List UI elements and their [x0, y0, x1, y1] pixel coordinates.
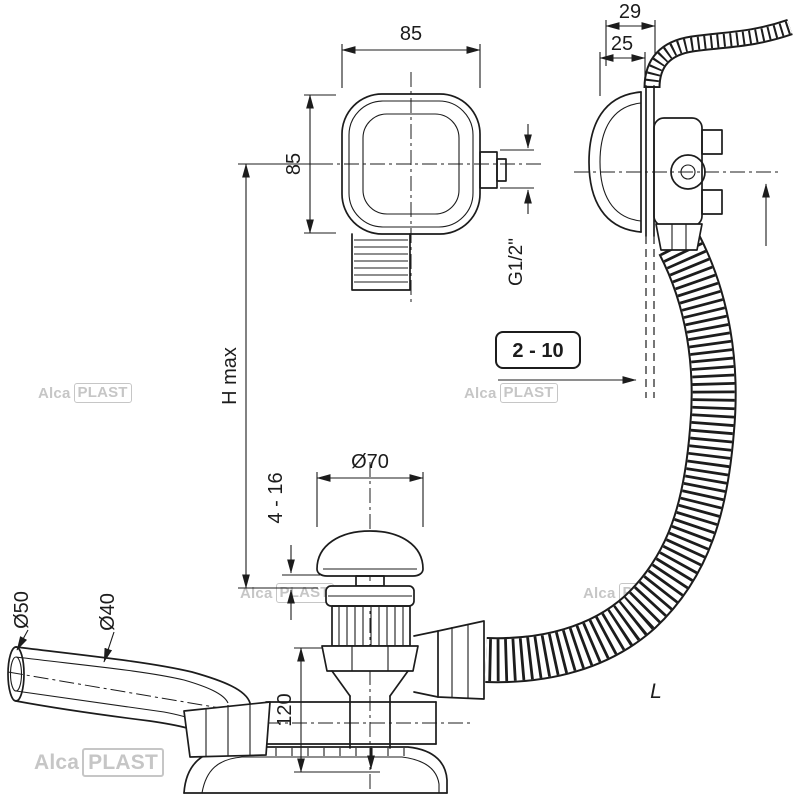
- dimension-hose-length: L: [650, 183, 770, 703]
- drain-threads: [338, 607, 404, 645]
- elbow-union-nut: [183, 701, 271, 758]
- watermark-alca-text: Alca: [583, 584, 616, 602]
- watermark: Alca PLAST: [38, 383, 132, 403]
- watermark-alca-text: Alca: [240, 584, 273, 602]
- label-bath-thickness-range: 4 - 16: [265, 472, 287, 523]
- side-valve: [479, 151, 498, 189]
- watermark-alca-text: Alca: [464, 384, 497, 402]
- bath-rim-section: [643, 18, 793, 89]
- watermark: Alca PLAST: [464, 383, 558, 403]
- label-overflow-inset: 25: [611, 33, 633, 55]
- overflow-knob: [670, 154, 706, 190]
- hose-union-nut: [655, 223, 703, 251]
- watermark-plast-badge: PLAST: [499, 383, 558, 403]
- shank-threads: [354, 239, 408, 283]
- flange-knurl: [243, 748, 405, 756]
- elbow-axis-centerline: [7, 671, 221, 709]
- lock-nut: [321, 645, 419, 672]
- label-thread-size: G1/2": [506, 238, 527, 286]
- watermark-alca-text: Alca: [34, 750, 80, 774]
- dimension-outlet-outer: Ø50: [11, 591, 33, 651]
- dimension-wall-range: 2 - 10: [495, 331, 637, 384]
- label-hose-length: L: [650, 680, 662, 703]
- bottom-tee: [183, 620, 485, 794]
- label-overflow-depth: 29: [619, 1, 641, 23]
- label-wall-thickness-range: 2 - 10: [512, 340, 563, 362]
- outlet-elbow: [7, 646, 271, 758]
- label-installation-height: H max: [219, 347, 241, 405]
- watermark-plast-badge: PLAST: [73, 383, 132, 403]
- dimension-85-top: 85: [341, 23, 481, 88]
- dimension-plug-diameter: Ø70: [316, 451, 424, 527]
- plug-cap-dome: [316, 530, 424, 577]
- wall-range-box: [495, 331, 581, 369]
- dimension-thread-g12: G1/2": [500, 124, 534, 286]
- drain-plug: [316, 530, 424, 749]
- corrugated-hose: [485, 233, 737, 684]
- dimension-bath-thickness: 4 - 16: [265, 472, 320, 620]
- centerlines: [7, 72, 778, 792]
- watermark-plast-badge: PLAST: [82, 748, 165, 778]
- mounting-bracket-bottom: [701, 189, 723, 215]
- watermark-alca-text: Alca: [38, 384, 71, 402]
- overflow-fitting-side: [588, 85, 723, 398]
- label-trap-height: 120: [274, 693, 296, 726]
- alcaplast-logo: Alca PLAST: [34, 748, 165, 778]
- dimension-h-max: H max: [219, 163, 330, 589]
- hose-cone-adapter: [437, 620, 485, 700]
- label-outlet-outer-diameter: Ø50: [11, 591, 33, 629]
- dimension-outlet-inner: Ø40: [97, 593, 119, 663]
- dimension-25: 25: [599, 33, 646, 96]
- label-plug-diameter: Ø70: [351, 451, 389, 473]
- overflow-head-front: [341, 93, 507, 291]
- label-outlet-inner-diameter: Ø40: [97, 593, 119, 631]
- rosette-profile: [588, 91, 642, 233]
- label-head-width: 85: [400, 23, 422, 45]
- threaded-shank: [351, 233, 411, 291]
- mounting-bracket-top: [701, 129, 723, 155]
